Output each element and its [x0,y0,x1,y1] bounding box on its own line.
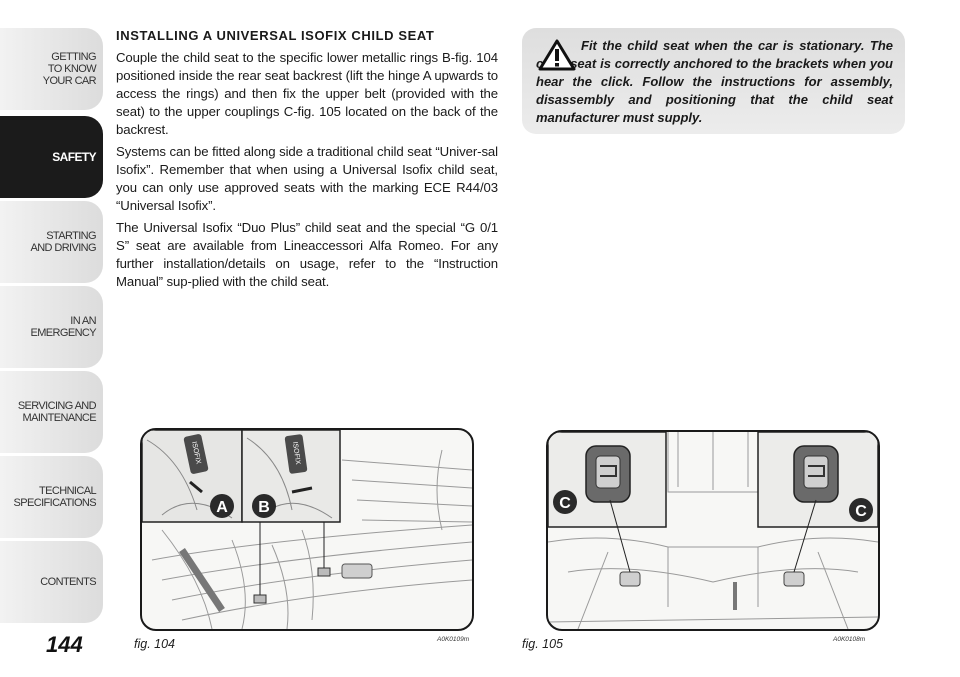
svg-text:C: C [559,495,571,512]
svg-text:B: B [258,499,270,516]
warning-triangle-icon [538,39,576,71]
section-heading: INSTALLING A UNIVERSAL ISOFIX CHILD SEAT [116,28,435,43]
callout-c-left: C [553,490,577,514]
tab-technical-specifications[interactable]: TECHNICAL SPECIFICATIONS [0,456,103,538]
callout-b: B [252,494,276,518]
callout-c-right: C [849,498,873,522]
paragraph-coupling: Couple the child seat to the specific lo… [116,50,498,137]
isofix-section: INSTALLING A UNIVERSAL ISOFIX CHILD SEAT… [116,28,498,295]
figure-105-code: A0K0108m [833,636,866,643]
tab-servicing-and-maintenance[interactable]: SERVICING AND MAINTENANCE [0,371,103,453]
warning-box: Fit the child seat when the car is stati… [522,28,905,134]
tab-in-an-emergency[interactable]: IN AN EMERGENCY [0,286,103,368]
svg-text:A: A [216,499,228,516]
tab-getting-to-know-your-car[interactable]: GETTING TO KNOW YOUR CAR [0,28,103,110]
tab-starting-and-driving[interactable]: STARTING AND DRIVING [0,201,103,283]
tab-safety[interactable]: SAFETY [0,116,103,198]
callout-a: A [210,494,234,518]
figure-104: ISOFIX ISOFIX A B [140,428,474,631]
paragraph-availability: The Universal Isofix “Duo Plus” child se… [116,220,498,289]
page-number: 144 [46,632,83,657]
figure-105-caption: fig. 105 [522,637,564,651]
tab-contents[interactable]: CONTENTS [0,541,103,623]
figure-104-caption: fig. 104 [134,637,176,651]
seat-back-upper-couplings-illustration: C C [548,432,878,629]
figure-104-code: A0K0109m [437,636,470,643]
warning-text: Fit the child seat when the car is stati… [536,38,893,125]
figure-105: C C [546,430,880,631]
svg-text:C: C [855,503,867,520]
isofix-tag-b: ISOFIX [291,441,301,465]
isofix-tag-a: ISOFIX [190,441,202,465]
rear-seat-isofix-rings-illustration: ISOFIX ISOFIX A B [142,430,472,629]
chapter-sidebar: GETTING TO KNOW YOUR CAR SAFETY STARTING… [0,0,103,677]
paragraph-systems: Systems can be fitted along side a tradi… [116,144,498,213]
